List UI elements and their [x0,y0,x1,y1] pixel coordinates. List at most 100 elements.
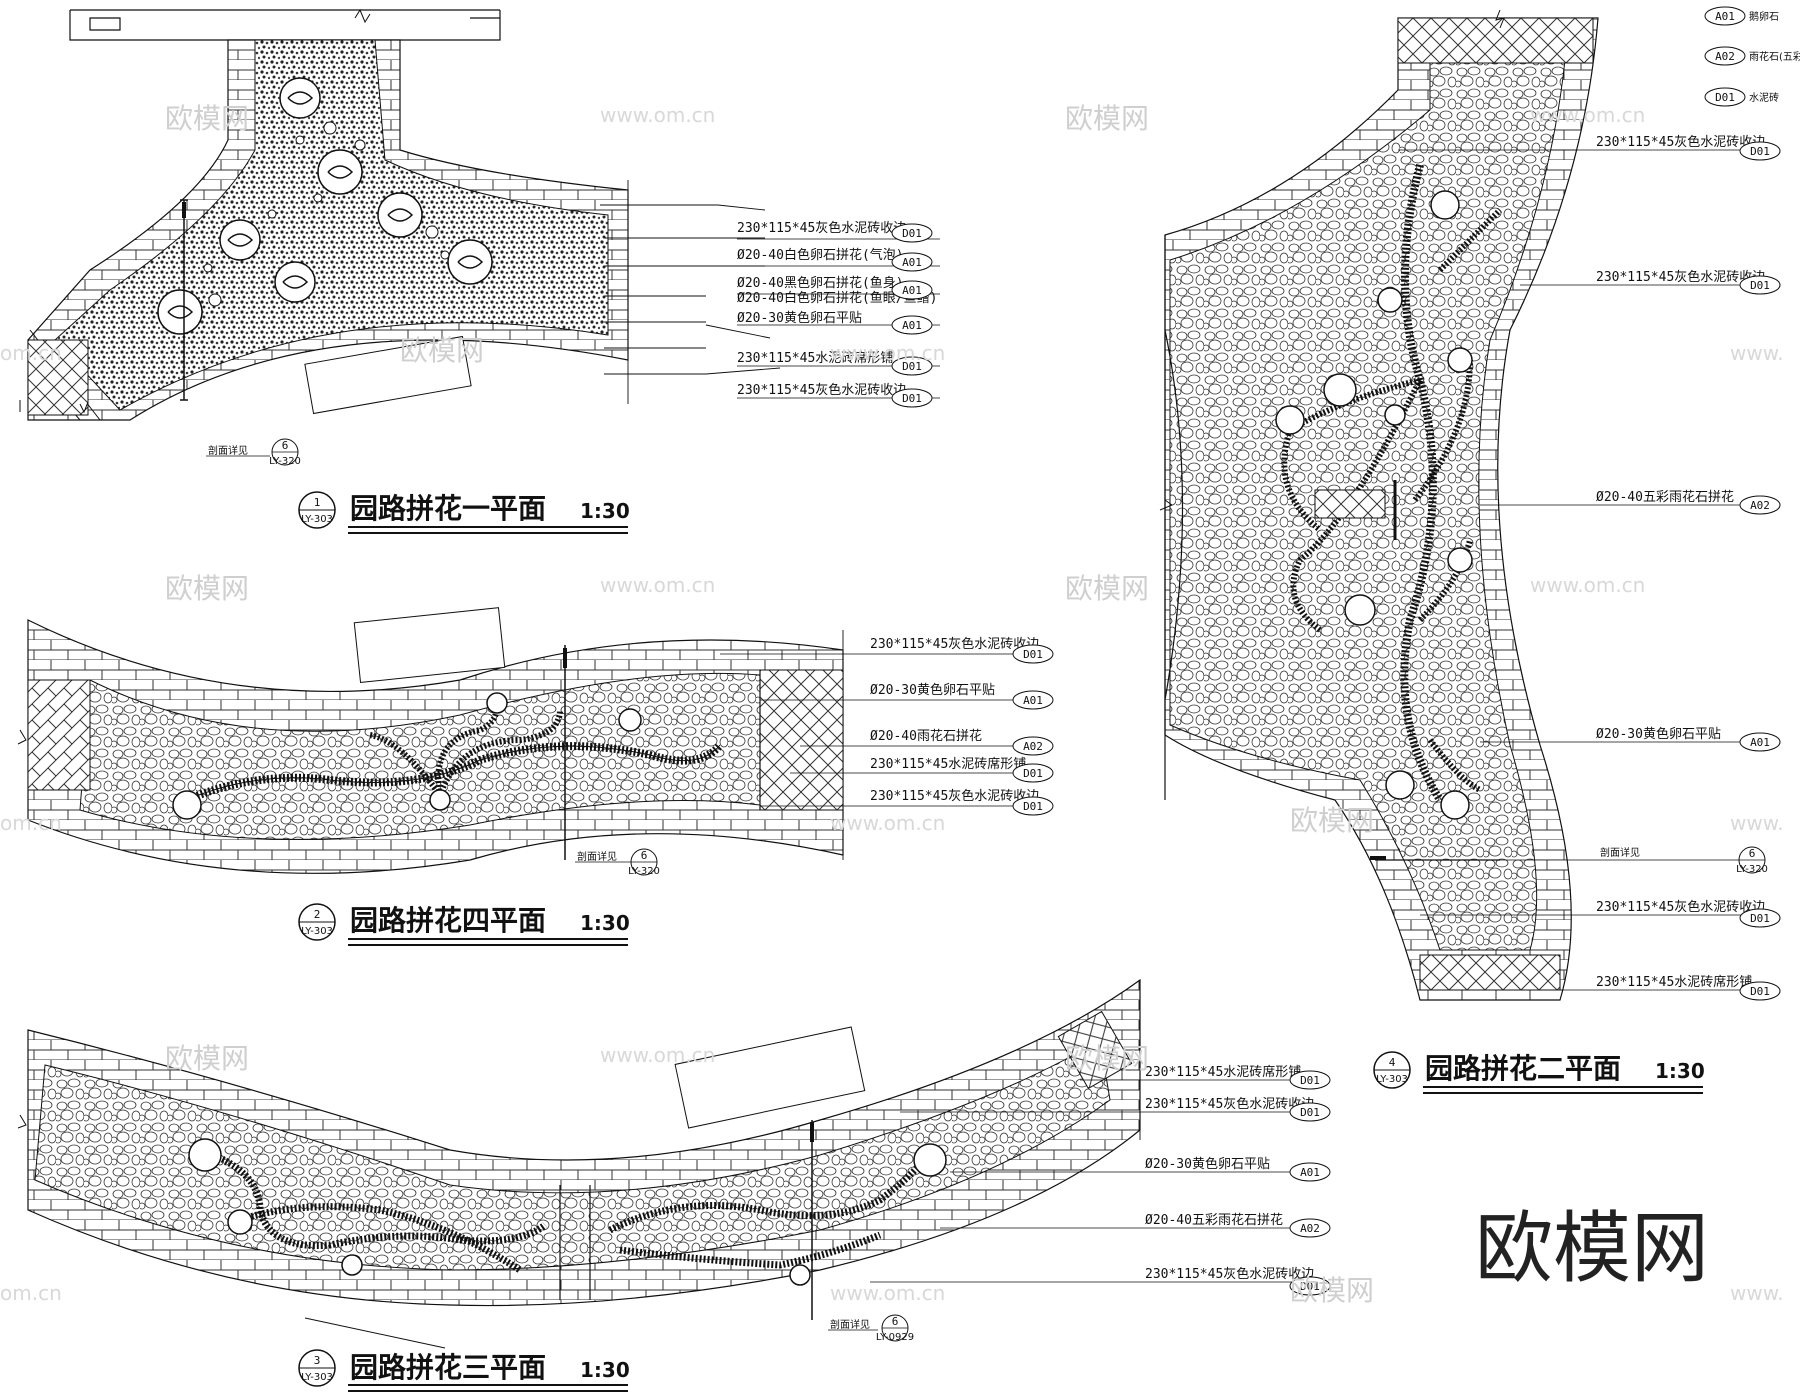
plan-2-title-block: 4 LY-303 园路拼花二平面 1:30 [1373,1051,1705,1094]
watermark-logo: 欧模网 [165,1042,249,1075]
plan-4-drawing [17,607,844,874]
plan-1-section-num: 6 [282,439,289,452]
plan-1-tag-2: A01 [902,256,922,269]
plan-2-callout-6: 230*115*45水泥砖席形铺 [1596,974,1752,990]
plan-1-title-sheet: LY-303 [301,514,333,525]
plan-3-tag-1: D01 [1300,1074,1320,1087]
watermark-url-edge2: www. [1730,341,1784,365]
plan-2-section-sheet: LY-320 [1736,864,1768,875]
watermark-url-edge: om.cn [0,1281,62,1305]
plan-4-title: 园路拼花四平面 [350,904,546,937]
plan-3-callout-2: 230*115*45灰色水泥砖收边 [1145,1096,1314,1112]
plan-4-callout-5: 230*115*45灰色水泥砖收边 [870,788,1039,804]
legend-code-3: D01 [1715,91,1735,104]
plan-3-tag-2: D01 [1300,1106,1320,1119]
watermark-url: www.om.cn [600,103,715,127]
plan-2-title: 园路拼花二平面 [1425,1052,1621,1085]
watermark-url: www.om.cn [830,811,945,835]
plan-1-drawing [19,8,629,421]
plan-2-title-num: 4 [1389,1056,1396,1069]
plan-3-title-num: 3 [314,1354,321,1367]
plan-4-callout-4: 230*115*45水泥砖席形铺 [870,756,1026,772]
watermark-url: www.om.cn [830,341,945,365]
plan-1-tag-3: A01 [902,284,922,297]
plan-4-callout-3: Ø20-40雨花石拼花 [870,728,982,744]
material-legend: A01 A02 D01 鹅卵石 雨花石(五彩) 水泥砖 [1704,6,1800,107]
plan-3-callout-3: Ø20-30黄色卵石平贴 [1145,1156,1270,1172]
plan-3-scale: 1:30 [580,1358,630,1382]
plan-2-callout-4: Ø20-30黄色卵石平贴 [1596,726,1721,742]
plan-4-title-block: 2 LY-303 园路拼花四平面 1:30 [298,903,630,946]
plan-3-tag-5: D01 [1300,1280,1320,1293]
watermark-logo: 欧模网 [1065,572,1149,605]
plan-3-callout-5: 230*115*45灰色水泥砖收边 [1145,1266,1314,1282]
plan-1-callout-3: Ø20-40黑色卵石拼花(鱼身) [737,275,904,291]
plan-3-section-num: 6 [892,1315,899,1328]
watermark-logo: 欧模网 [1065,102,1149,135]
plan-3-tag-4: A02 [1300,1222,1320,1235]
legend-text-2: 雨花石(五彩) [1749,50,1800,63]
watermark-logo: 欧模网 [165,572,249,605]
legend-code-1: A01 [1715,10,1735,23]
plan-1-callout-2: Ø20-40白色卵石拼花(气泡) [737,247,904,263]
plan-2-tag-6: D01 [1750,985,1770,998]
plan-4-callout-2: Ø20-30黄色卵石平贴 [870,682,995,698]
plan-1-tag-5: A01 [902,319,922,332]
plan-3-tag-3: A01 [1300,1166,1320,1179]
plan-4-tag-2: A01 [1023,694,1043,707]
watermark-logo: 欧模网 [1290,804,1374,837]
plan-2-tag-2: D01 [1750,279,1770,292]
legend-code-2: A02 [1715,50,1735,63]
plan-1-callout-6: 230*115*45水泥砖席形铺 [737,350,893,366]
watermark-logo: 欧模网 [1065,1042,1149,1075]
plan-4-section-num: 6 [641,849,648,862]
plan-1-title: 园路拼花一平面 [350,492,546,525]
plan-2-drawing [1159,9,1599,1001]
brand-logo: 欧模网 [1475,1204,1709,1294]
watermark-url: www.om.cn [600,573,715,597]
plan-2-callout-3: Ø20-40五彩雨花石拼花 [1596,489,1734,505]
watermark-url-edge: om.cn [0,341,62,365]
plan-2-title-sheet: LY-303 [1376,1074,1408,1085]
watermark-url: www.om.cn [830,1281,945,1305]
plan-4-title-sheet: LY-303 [301,926,333,937]
plan-3-section-note: 剖面详见 [830,1318,870,1331]
watermark-logo: 欧模网 [165,102,249,135]
legend-text-1: 鹅卵石 [1749,10,1779,23]
plan-3-annotations: 230*115*45水泥砖席形铺 230*115*45灰色水泥砖收边 Ø20-3… [828,980,1331,1343]
plan-1-callout-7: 230*115*45灰色水泥砖收边 [737,382,906,398]
plan-2-annotations: 230*115*45灰色水泥砖收边 230*115*45灰色水泥砖收边 Ø20-… [1398,134,1781,1001]
plan-4-callout-1: 230*115*45灰色水泥砖收边 [870,636,1039,652]
plan-4-section-sheet: LY-320 [628,866,660,877]
plan-2-scale: 1:30 [1655,1059,1705,1083]
plan-4-annotations: 230*115*45灰色水泥砖收边 Ø20-30黄色卵石平贴 Ø20-40雨花石… [575,630,1054,877]
watermark-logo: 欧模网 [1290,1274,1374,1307]
plan-2-callout-1: 230*115*45灰色水泥砖收边 [1596,134,1765,150]
plan-2-callout-5: 230*115*45灰色水泥砖收边 [1596,899,1765,915]
plan-1-section-sheet: LY-320 [269,456,301,467]
plan-1-title-num: 1 [314,496,321,509]
legend-text-3: 水泥砖 [1749,91,1779,104]
plan-4-section-note: 剖面详见 [577,850,617,863]
plan-2-tag-1: D01 [1750,145,1770,158]
plan-4-tag-5: D01 [1023,800,1043,813]
plan-2-section-num: 6 [1749,847,1756,860]
plan-1-title-block: 1 LY-303 园路拼花一平面 1:30 [298,491,630,534]
plan-4-tag-4: D01 [1023,767,1043,780]
plan-3-callout-4: Ø20-40五彩雨花石拼花 [1145,1212,1283,1228]
plan-1-tag-1: D01 [902,227,922,240]
plan-1-scale: 1:30 [580,499,630,523]
plan-1-section-note: 剖面详见 [208,444,248,457]
plan-4-tag-1: D01 [1023,648,1043,661]
plan-1-callout-5: Ø20-30黄色卵石平贴 [737,310,862,326]
watermark-url: www.om.cn [1530,573,1645,597]
watermark-url: www.om.cn [1530,103,1645,127]
plan-4-scale: 1:30 [580,911,630,935]
plan-3-title: 园路拼花三平面 [350,1351,546,1384]
watermarks: 欧模网 欧模网 欧模网 欧模网 欧模网 欧模网 欧模网 欧模网 欧模网 www.… [0,102,1784,1307]
plan-3-drawing [17,978,1141,1349]
plan-1-annotations: 230*115*45灰色水泥砖收边 Ø20-40白色卵石拼花(气泡) Ø20-4… [206,180,940,467]
plan-2-section-note: 剖面详见 [1600,846,1640,859]
watermark-url-edge: om.cn [0,811,62,835]
